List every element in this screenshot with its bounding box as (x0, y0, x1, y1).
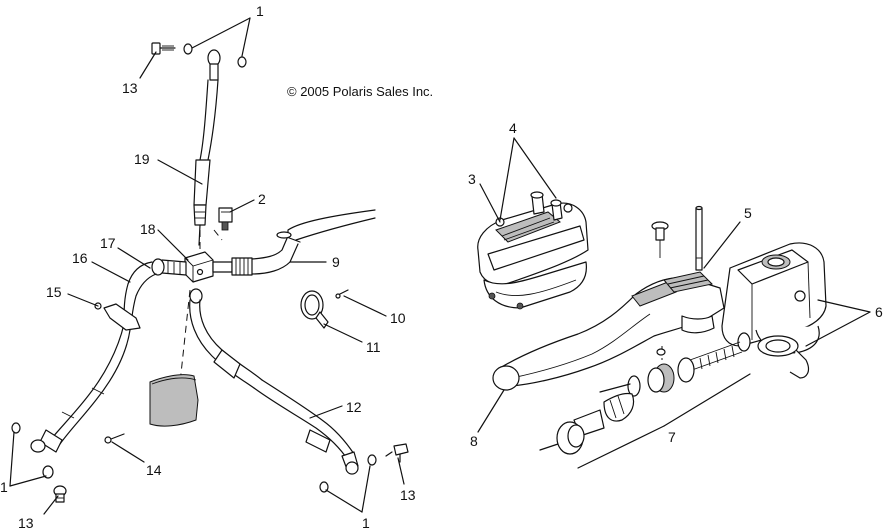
callout-4: 4 (509, 120, 517, 136)
callout-7: 7 (668, 429, 676, 445)
callout-17: 17 (100, 235, 116, 251)
callout-1-left: 1 (0, 479, 8, 495)
reservoir-diaphragm (483, 261, 587, 310)
callout-5: 5 (744, 205, 752, 221)
banjo-fitting-top (207, 49, 221, 81)
mounting-plate (149, 374, 199, 427)
reservoir-cover (477, 202, 589, 285)
callout-2: 2 (258, 191, 266, 207)
callout-10: 10 (390, 310, 406, 326)
callout-16: 16 (72, 250, 88, 266)
master-cylinder-body (721, 242, 827, 379)
leader-lines (9, 17, 871, 515)
piston-assembly (539, 332, 751, 455)
callout-12: 12 (346, 399, 362, 415)
callout-11: 11 (366, 339, 381, 355)
crush-washers-top (183, 43, 247, 68)
cover-screws (530, 191, 563, 221)
crush-washers-left (11, 422, 54, 479)
banjo-bolt-left (53, 485, 67, 503)
callout-15: 15 (46, 284, 62, 300)
brake-line-12 (189, 288, 359, 475)
callout-9: 9 (332, 254, 340, 270)
callout-13-top: 13 (122, 80, 138, 96)
line-clip (94, 302, 141, 331)
callout-1-bottom: 1 (362, 515, 370, 531)
callout-1-top: 1 (256, 3, 264, 19)
brake-light-switch (218, 207, 233, 231)
callout-14: 14 (146, 462, 162, 478)
callout-18: 18 (140, 221, 156, 237)
brake-line-left (30, 258, 187, 453)
brake-line-9 (212, 209, 376, 276)
copyright-notice: © 2005 Polaris Sales Inc. (287, 84, 433, 99)
junction-block (184, 251, 214, 283)
line-clamp (300, 290, 329, 329)
brake-lever (492, 271, 725, 391)
pivot-pin (695, 205, 703, 271)
callout-3: 3 (468, 171, 476, 187)
banjo-bolt-top (151, 42, 176, 55)
callout-13-left: 13 (18, 515, 34, 531)
callout-19: 19 (134, 151, 150, 167)
banjo-bolt-right (385, 443, 409, 463)
callout-6: 6 (875, 304, 883, 320)
callout-8: 8 (470, 433, 478, 449)
plug-cap (651, 221, 669, 258)
clamp-screw (335, 289, 349, 299)
callout-13-right: 13 (400, 487, 416, 503)
mounting-screw (104, 433, 125, 444)
brake-line-19 (193, 79, 219, 246)
